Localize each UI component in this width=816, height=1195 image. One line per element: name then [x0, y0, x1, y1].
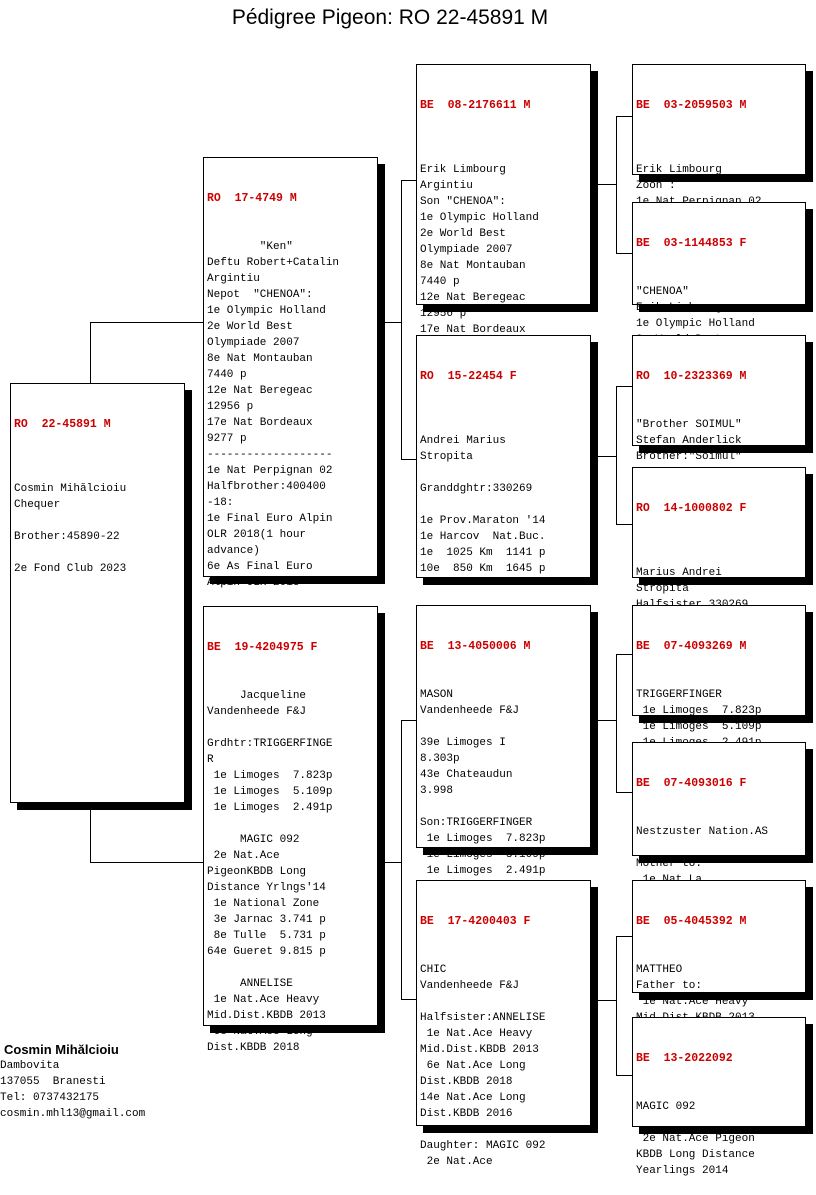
pigeon-card-sire-sire: BE 08-2176611 M Erik Limbourg Argintiu S… [416, 64, 591, 352]
connector [616, 654, 633, 655]
connector [590, 720, 616, 721]
page-title: Pédigree Pigeon: RO 22-45891 M [231, 6, 549, 29]
breeder-email: cosmin.mhl13@gmail.com [0, 1108, 146, 1120]
pigeon-card-ggp-8: BE 13-2022092 MAGIC 092 2e Nat.Ace Pigeo… [632, 1017, 806, 1177]
breeder-address: 137055 Branesti [0, 1076, 106, 1088]
pigeon-card-subject: RO 22-45891 M Cosmin Mihălcioiu Chequer … [10, 383, 185, 803]
pigeon-card-ggp-7: BE 05-4045392 M MATTHEO Father to: 1e Na… [632, 880, 806, 1040]
ring-number: BE 19-4204975 F [207, 641, 318, 654]
ring-number: BE 05-4045392 M [636, 915, 747, 928]
ring-number: RO 22-45891 M [14, 418, 111, 431]
pigeon-details: CHIC Vandenheede F&J Halfsister:ANNELISE… [420, 964, 546, 1168]
ring-number: BE 03-2059503 M [636, 99, 747, 112]
pigeon-card-sire: RO 17-4749 M "Ken" Deftu Robert+Catalin … [203, 157, 378, 589]
pigeon-card-ggp-6: BE 07-4093016 F Nestzuster Nation.AS Mot… [632, 742, 806, 902]
pigeon-details: Cosmin Mihălcioiu Chequer Brother:45890-… [14, 483, 127, 575]
ring-number: BE 03-1144853 F [636, 237, 747, 250]
ring-number: BE 08-2176611 M [420, 99, 531, 112]
pigeon-card-ggp-2: BE 03-1144853 F "CHENOA" Erik Limbourg 1… [632, 202, 806, 362]
connector [616, 936, 617, 1076]
pigeon-card-dam: BE 19-4204975 F Jacqueline Vandenheede F… [203, 606, 378, 1054]
pigeon-details: Erik Limbourg Argintiu Son "CHENOA": 1e … [420, 164, 539, 352]
connector [616, 524, 633, 525]
connector [90, 322, 204, 323]
ring-number: RO 10-2323369 M [636, 370, 747, 383]
ring-number: BE 07-4093016 F [636, 777, 747, 790]
ring-number: RO 14-1000802 F [636, 502, 747, 515]
pigeon-details: MASON Vandenheede F&J 39e Limoges I 8.30… [420, 689, 546, 877]
connector [401, 720, 402, 1000]
connector [616, 386, 617, 525]
connector [377, 862, 401, 863]
pigeon-card-dam-sire: BE 13-4050006 M MASON Vandenheede F&J 39… [416, 605, 591, 877]
ring-number: BE 13-4050006 M [420, 640, 531, 653]
connector [590, 456, 616, 457]
breeder-name: Cosmin Mihălcioiu [4, 1042, 119, 1057]
pigeon-details: Andrei Marius Stropita Granddghtr:330269… [420, 435, 546, 575]
connector [401, 180, 402, 460]
pigeon-card-ggp-3: RO 10-2323369 M "Brother SOIMUL" Stefan … [632, 335, 806, 495]
pigeon-card-ggp-1: BE 03-2059503 M Erik Limbourg Zoon : 1e … [632, 64, 806, 208]
ring-number: RO 15-22454 F [420, 370, 517, 383]
pigeon-details: Jacqueline Vandenheede F&J Grdhtr:TRIGGE… [207, 690, 333, 1054]
connector [590, 1000, 616, 1001]
connector [616, 116, 617, 254]
connector [90, 802, 91, 863]
pigeon-details: "Ken" Deftu Robert+Catalin Argintiu Nepo… [207, 241, 340, 589]
connector [616, 654, 617, 793]
connector [377, 322, 401, 323]
pigeon-card-sire-dam: RO 15-22454 F Andrei Marius Stropita Gra… [416, 335, 591, 578]
breeder-info: Cosmin Mihălcioiu Dambovita 137055 Brane… [0, 1042, 145, 1122]
connector [616, 936, 633, 937]
ring-number: BE 07-4093269 M [636, 640, 747, 653]
ring-number: BE 13-2022092 [636, 1052, 733, 1065]
pigeon-details: Erik Limbourg Zoon : 1e Nat Perpignan 02 [636, 164, 761, 208]
breeder-phone: Tel: 0737432175 [0, 1092, 100, 1104]
connector [401, 720, 417, 721]
pigeon-card-dam-dam: BE 17-4200403 F CHIC Vandenheede F&J Hal… [416, 880, 591, 1168]
connector [401, 999, 417, 1000]
connector [616, 792, 633, 793]
connector [616, 116, 633, 117]
connector [616, 253, 633, 254]
ring-number: RO 17-4749 M [207, 192, 297, 205]
breeder-region: Dambovita [0, 1060, 60, 1072]
connector [616, 386, 633, 387]
connector [90, 322, 91, 384]
connector [401, 459, 417, 460]
connector [590, 184, 616, 185]
pigeon-details: MAGIC 092 2e Nat.Ace Pigeon KBDB Long Di… [636, 1101, 755, 1177]
pigeon-card-ggp-5: BE 07-4093269 M TRIGGERFINGER 1e Limoges… [632, 605, 806, 765]
connector [616, 1075, 633, 1076]
ring-number: BE 17-4200403 F [420, 915, 531, 928]
connector [401, 180, 417, 181]
pigeon-card-ggp-4: RO 14-1000802 F Marius Andrei Stropita H… [632, 467, 806, 627]
connector [90, 862, 204, 863]
